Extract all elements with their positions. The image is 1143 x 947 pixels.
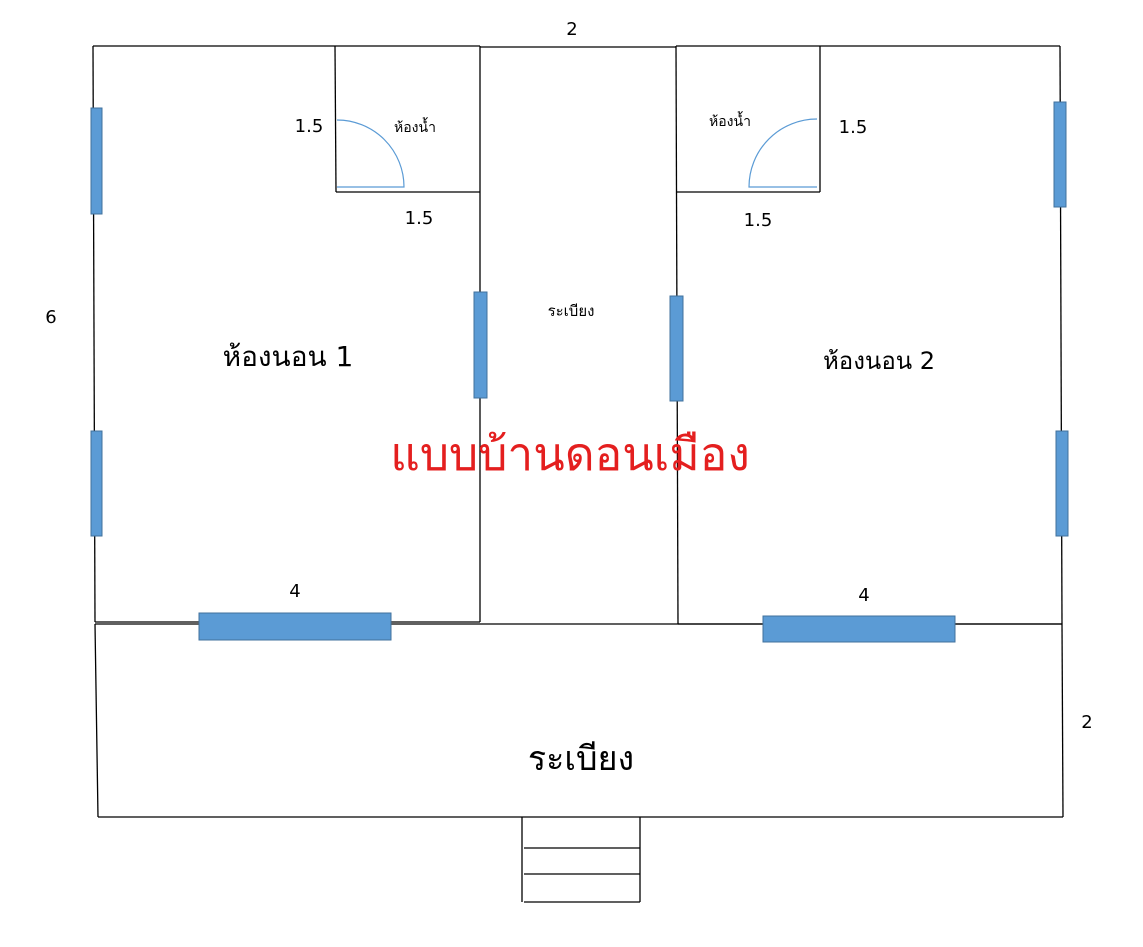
dim-bath2-height: 1.5	[839, 117, 868, 138]
label-bedroom2: ห้องนอน 2	[823, 347, 935, 375]
window-bedroom2-front	[762, 615, 956, 643]
dim-bath2-width: 1.5	[744, 210, 773, 231]
dim-bedroom1-width: 4	[289, 581, 300, 602]
dim-bedroom2-width: 4	[858, 585, 869, 606]
stairs	[521, 817, 641, 903]
label-bathroom2: ห้องน้ำ	[709, 111, 751, 130]
dim-veranda-depth: 2	[1081, 712, 1092, 733]
bathroom1-door-swing	[336, 119, 405, 188]
dim-bath1-width: 1.5	[405, 208, 434, 229]
door-bedroom1	[473, 291, 488, 399]
window-bedroom1-front	[198, 612, 392, 641]
label-bedroom1: ห้องนอน 1	[223, 340, 354, 373]
window	[90, 107, 103, 215]
window	[90, 430, 103, 537]
windows	[90, 101, 1069, 643]
dim-bath1-height: 1.5	[295, 116, 324, 137]
bathroom2-door-swing	[748, 118, 818, 188]
dim-top-width: 2	[566, 19, 577, 40]
door-bedroom2	[669, 295, 684, 402]
plan-title: แบบบ้านดอนเมือง	[390, 427, 750, 481]
dim-left-height: 6	[45, 307, 56, 328]
window	[1053, 101, 1067, 208]
label-bathroom1: ห้องน้ำ	[394, 117, 436, 136]
window	[1055, 430, 1069, 537]
label-corridor: ระเบียง	[548, 302, 595, 320]
label-veranda: ระเบียง	[528, 739, 634, 779]
